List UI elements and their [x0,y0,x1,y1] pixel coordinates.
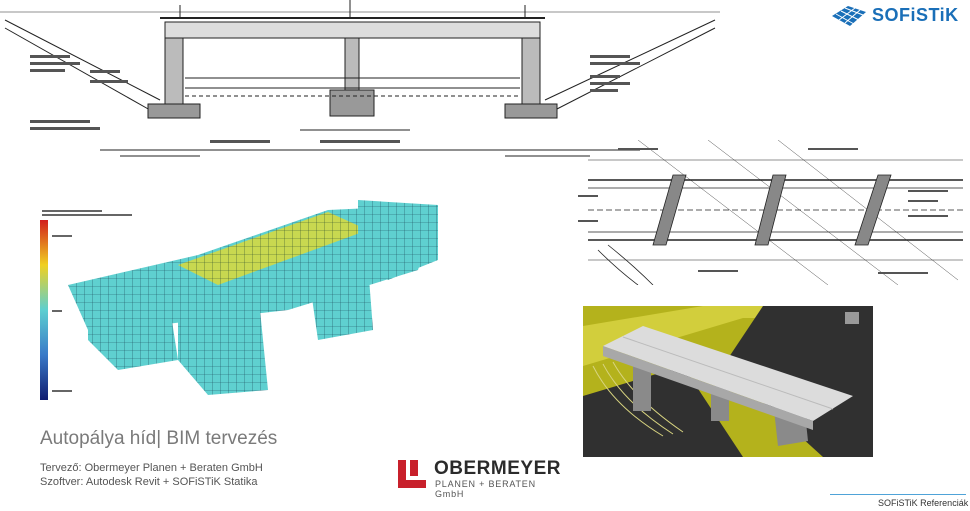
bridge-cross-section-drawing [0,0,720,157]
footer-divider [830,494,966,495]
software-credit: Szoftver: Autodesk Revit + SOFiSTiK Stat… [40,476,258,488]
color-scale-bar [40,220,48,400]
bridge-plan-drawing [578,140,963,285]
sofistik-logo: SOFiSTiK [830,2,970,32]
fem-stress-result-image [40,200,438,400]
bim-3d-render-image [583,306,873,457]
designer-credit: Tervező: Obermeyer Planen + Beraten GmbH [40,462,263,474]
obermeyer-mark-icon [398,460,426,488]
sofistik-mesh-icon [832,6,866,26]
obermeyer-subtitle: PLANEN + BERATEN GmbH [435,479,536,499]
obermeyer-name: OBERMEYER [434,458,561,479]
slide-title: Autopálya híd| BIM tervezés [40,428,278,449]
obermeyer-logo: OBERMEYER PLANEN + BERATEN GmbH [398,458,568,499]
sofistik-logo-text: SOFiSTiK [872,5,959,25]
footer-label: SOFiSTiK Referenciák [878,498,969,508]
